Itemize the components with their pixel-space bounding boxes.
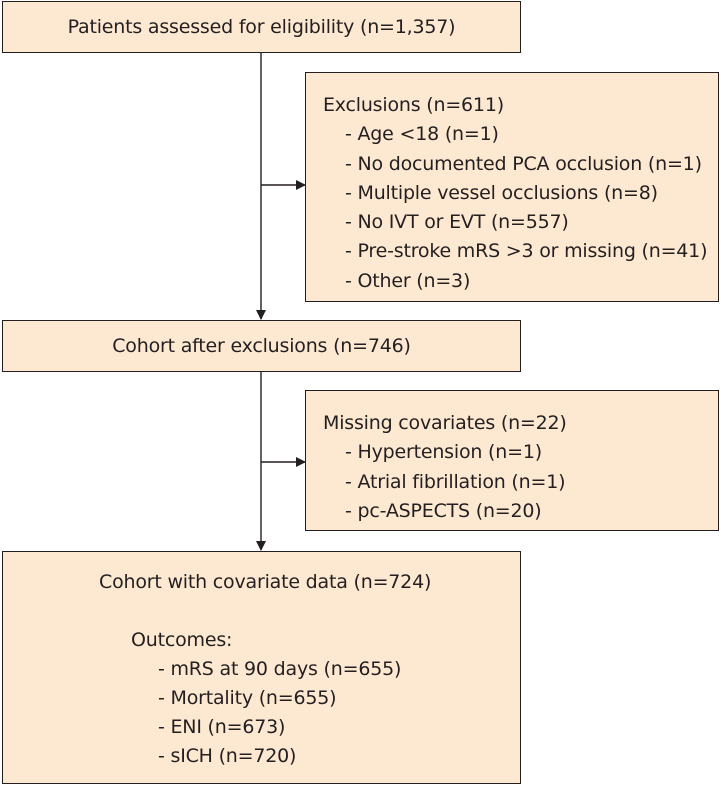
box-final-cohort: Cohort with covariate data (n=724) Outco…: [2, 551, 521, 784]
outcome-item: sICH (n=720): [131, 742, 401, 771]
exclusion-item: Multiple vessel occlusions (n=8): [323, 179, 718, 208]
missing-title: Missing covariates (n=22): [323, 412, 567, 434]
outcomes-title: Outcomes:: [131, 629, 233, 651]
exclusion-item: No IVT or EVT (n=557): [323, 208, 718, 237]
outcome-item: Mortality (n=655): [131, 684, 401, 713]
outcome-item: mRS at 90 days (n=655): [131, 655, 402, 684]
assessed-label: Patients assessed for eligibility (n=1,3…: [67, 16, 456, 38]
box-assessed: Patients assessed for eligibility (n=1,3…: [2, 1, 521, 53]
outcomes-list: Outcomes: mRS at 90 days (n=655) Mortali…: [131, 626, 401, 771]
missing-item: Atrial fibrillation (n=1): [323, 468, 718, 497]
exclusion-item: Pre-stroke mRS >3 or missing (n=41): [323, 237, 718, 266]
outcome-item: ENI (n=673): [131, 713, 401, 742]
missing-item: Hypertension (n=1): [323, 438, 718, 467]
final-cohort-title: Cohort with covariate data (n=724): [99, 571, 432, 593]
box-exclusions: Exclusions (n=611) Age <18 (n=1) No docu…: [305, 72, 719, 302]
box-after-exclusions: Cohort after exclusions (n=746): [2, 320, 521, 372]
exclusion-item: No documented PCA occlusion (n=1): [323, 150, 718, 179]
exclusion-item: Age <18 (n=1): [323, 120, 718, 149]
after-exclusions-label: Cohort after exclusions (n=746): [112, 335, 411, 357]
exclusions-title: Exclusions (n=611): [323, 94, 504, 116]
box-missing-covariates: Missing covariates (n=22) Hypertension (…: [305, 390, 719, 531]
exclusion-item: Other (n=3): [323, 267, 718, 296]
missing-item: pc-ASPECTS (n=20): [323, 497, 718, 526]
